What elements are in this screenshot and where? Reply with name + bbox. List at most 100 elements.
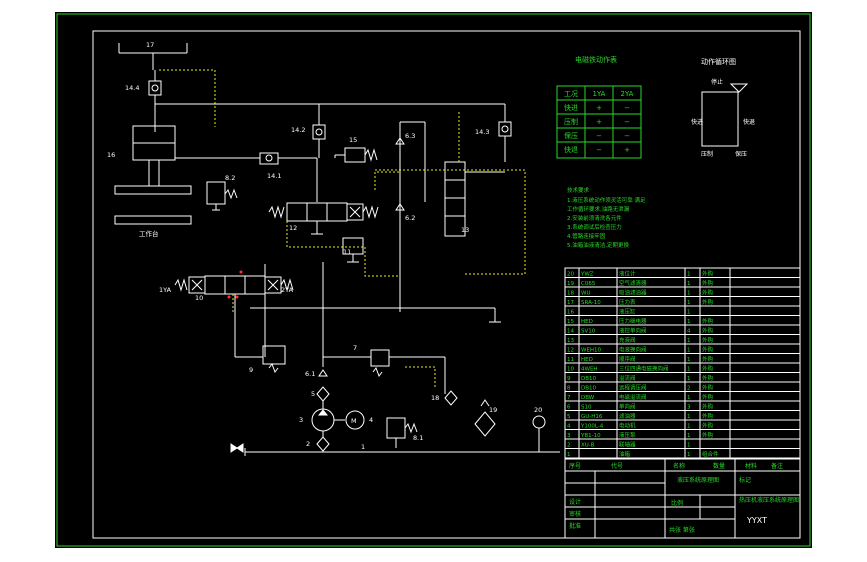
bom-cell: 外购 xyxy=(702,422,714,430)
bom-cell: 16 xyxy=(567,310,574,316)
bom-cell: 5 xyxy=(567,414,571,420)
bom-cell: HED xyxy=(581,319,593,325)
cell-r0c1: + xyxy=(596,104,602,112)
label-8-1: 8.1 xyxy=(413,434,423,442)
label-9: 9 xyxy=(249,366,253,374)
cycle-start: 停止 xyxy=(711,78,723,86)
tb-sheet: 共张 第张 xyxy=(669,526,695,534)
bom-cell: 1 xyxy=(687,319,691,325)
cell-r3c0: 快退 xyxy=(564,145,578,154)
bom-cell: 液压泵 xyxy=(619,431,636,439)
bom-cell: 外购 xyxy=(702,355,714,363)
bom-cell: 15 xyxy=(567,319,574,325)
bom-cell: 7 xyxy=(567,395,571,401)
relief-valve-8-1 xyxy=(386,417,406,439)
bom-cell: 组合件 xyxy=(702,450,719,458)
cycle-diagram: 动作循环图 停止 快进 快退 压制 保压 xyxy=(691,57,755,158)
th-condition: 工况 xyxy=(564,90,578,98)
label-1ya: 1YA xyxy=(159,286,172,294)
bom-cell: 1 xyxy=(687,367,691,373)
cell-r3c2: + xyxy=(624,146,630,154)
label-14-3: 14.3 xyxy=(475,128,489,136)
bom-cell: 外购 xyxy=(702,384,714,392)
bom-cell: 外购 xyxy=(702,365,714,373)
directional-valve-10 xyxy=(204,275,266,295)
bom-cell: WEH10 xyxy=(581,348,602,354)
bom-cell: 1 xyxy=(687,452,691,458)
bom-cell: 外购 xyxy=(702,279,714,287)
note-line-5: 5.油箱油液清洁,定期更换 xyxy=(567,241,629,249)
motor-4 xyxy=(345,410,365,430)
bom-cell: 外购 xyxy=(702,298,714,306)
drawing-canvas: 17 14.4 16 工作台 8.2 14.1 14.2 15 6.3 14.3… xyxy=(56,13,811,547)
suction-filter-18 xyxy=(444,390,458,406)
label-18: 18 xyxy=(431,394,439,402)
label-20: 20 xyxy=(534,406,542,414)
label-17: 17 xyxy=(146,41,154,49)
bom-cell: 充液阀 xyxy=(619,336,636,344)
bom-cell: 1 xyxy=(687,348,691,354)
bom-cell: 油箱 xyxy=(619,450,631,458)
cell-r1c1: + xyxy=(596,118,602,126)
bom-cell: 1 xyxy=(687,300,691,306)
bom-cell: 外购 xyxy=(702,374,714,382)
label-6-1: 6.1 xyxy=(305,370,315,378)
bom-cell: 13 xyxy=(567,338,574,344)
bom-cell: 10 xyxy=(567,367,574,373)
bom-cell: 1 xyxy=(687,281,691,287)
check-valve-6-2 xyxy=(395,203,405,211)
bom-cell: 顺序阀 xyxy=(619,355,636,363)
bom-cell: 远程调压阀 xyxy=(619,384,647,392)
bom-cell: 1 xyxy=(687,338,691,344)
bom-cell: 1 xyxy=(567,452,571,458)
label-5: 5 xyxy=(311,390,315,398)
bom-cell: 1 xyxy=(687,291,691,297)
bom-cell: 1 xyxy=(687,443,691,449)
label-worktable: 工作台 xyxy=(139,229,159,238)
note-line-3: 3.系统调试后检查压力 xyxy=(567,223,622,231)
check-valve-6-1 xyxy=(318,369,328,377)
note-line-0: 1.液压系统动作须灵活可靠 满足 xyxy=(567,196,646,204)
bom-cell: C065 xyxy=(581,281,596,287)
bom-cell: 2 xyxy=(687,386,691,392)
label-14-4: 14.4 xyxy=(125,84,139,92)
check-valve-6-3 xyxy=(395,137,405,145)
label-m: M xyxy=(351,417,357,425)
label-19: 19 xyxy=(489,406,497,414)
coupling-2 xyxy=(316,436,330,452)
bom-cell: 滤油器 xyxy=(619,412,636,420)
bom-cell: SRA-10 xyxy=(581,300,601,306)
cycle-down: 快进 xyxy=(691,118,703,126)
label-15: 15 xyxy=(349,136,357,144)
bom-cell: 电液换向阀 xyxy=(619,346,647,354)
check-valve-14-4 xyxy=(148,80,162,96)
cell-r1c0: 压制 xyxy=(564,117,578,126)
label-4: 4 xyxy=(369,416,373,424)
bom-cell: 联轴器 xyxy=(619,441,636,449)
check-valve-14-2 xyxy=(312,124,326,140)
tb-approve: 批准 xyxy=(569,522,581,530)
bom-cell: YB1-10 xyxy=(580,433,601,439)
bom-cell: SV10 xyxy=(581,329,596,335)
label-2ya: 2YA xyxy=(281,286,294,294)
bom-cell: 8 xyxy=(567,386,571,392)
cell-r2c2: − xyxy=(624,132,630,140)
bom-cell: 外购 xyxy=(702,317,714,325)
level-gauge-20 xyxy=(532,415,546,429)
outer-frame xyxy=(56,13,811,547)
bom-cell: 1 xyxy=(687,433,691,439)
port-markers xyxy=(227,270,243,299)
tb-drawing-code: YYXT xyxy=(746,516,767,525)
bom-cell: 单向阀 xyxy=(619,403,636,411)
bom-cell: 液位计 xyxy=(619,270,636,278)
bom-cell: XU-B xyxy=(581,443,595,449)
drawing-sheet: 17 14.4 16 工作台 8.2 14.1 14.2 15 6.3 14.3… xyxy=(55,12,812,548)
bom-cell: 外购 xyxy=(702,431,714,439)
label-3: 3 xyxy=(299,416,303,424)
bom-cell: 1 xyxy=(687,310,691,316)
tb-seq: 序号 xyxy=(569,462,581,470)
label-7: 7 xyxy=(353,344,357,352)
tb-mat: 材料 xyxy=(745,462,757,470)
hydraulic-circuit xyxy=(114,43,560,456)
